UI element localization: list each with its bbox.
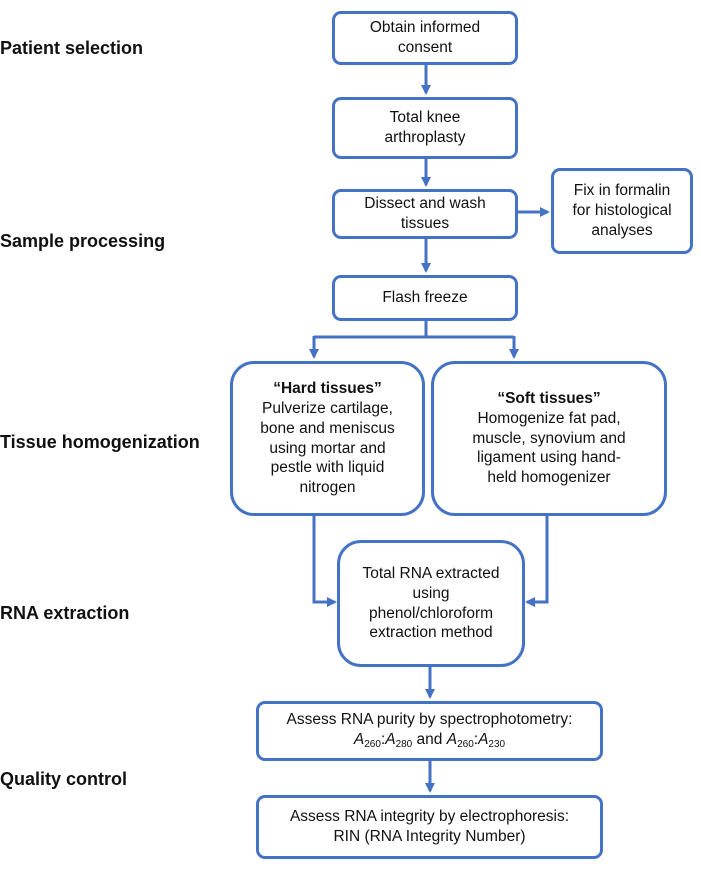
step-hard-tissues: “Hard tissues” Pulverize cartilage, bone… [230,361,425,516]
step-fix-formalin: Fix in formalin for histological analyse… [551,168,693,254]
stage-label-sample-processing: Sample processing [0,231,166,251]
step-text: ligament using hand- [477,449,621,467]
step-assess-purity: Assess RNA purity by spectrophotometry: … [256,701,603,761]
step-text: Homogenize fat pad, [477,409,621,427]
step-obtain-consent: Obtain informed consent [332,11,518,65]
soft-tissues-title: “Soft tissues” [497,389,601,407]
step-text: nitrogen [299,479,356,497]
step-text: bone and meniscus [260,419,395,437]
step-text: arthroplasty [384,129,466,146]
stage-label-rna-extraction: RNA extraction [0,603,130,623]
step-text: held homogenizer [487,469,611,487]
step-text: Flash freeze [382,289,468,307]
step-text: Dissect and wash [364,195,486,213]
step-text: extraction method [369,624,493,642]
step-text: Fix in formalin [573,182,671,200]
step-text: tissues [400,215,450,232]
step-rna-extraction: Total RNA extracted using phenol/chlorof… [337,540,525,667]
arrow-hard-to-extract [312,514,337,607]
step-assess-integrity: Assess RNA integrity by electrophoresis:… [256,795,603,859]
step-text: Assess RNA integrity by electrophoresis: [289,808,570,826]
step-text: using [412,584,450,602]
step-text: muscle, synovium and [472,429,626,447]
step-text: RIN (RNA Integrity Number) [333,828,526,845]
step-knee-arthroplasty: Total knee arthroplasty [332,97,518,159]
stage-label-patient-selection: Patient selection [0,38,144,58]
step-text: consent [397,39,453,56]
purity-ratios: A260:A280 and A260:A230 [353,731,506,751]
arrow-freeze-split [314,319,428,339]
step-text: Total knee [389,109,461,127]
step-text: Obtain informed [369,19,481,37]
step-text: for histological [572,202,672,220]
stage-label-quality-control: Quality control [0,769,128,789]
step-text: Total RNA extracted [362,564,500,582]
step-text: analyses [591,221,653,239]
step-flash-freeze: Flash freeze [332,275,518,321]
step-text: Assess RNA purity by spectrophotometry: [286,711,573,729]
hard-tissues-title: “Hard tissues” [273,380,382,398]
arrow-soft-to-extract [525,514,549,607]
step-dissect-wash: Dissect and wash tissues [332,189,518,239]
step-soft-tissues: “Soft tissues” Homogenize fat pad, muscl… [431,361,667,516]
step-text: phenol/chloroform [368,604,494,622]
stage-label-tissue-homogenization: Tissue homogenization [0,432,200,452]
step-text: Pulverize cartilage, [262,399,393,417]
step-text: pestle with liquid [270,459,385,477]
step-text: using mortar and [269,439,386,457]
